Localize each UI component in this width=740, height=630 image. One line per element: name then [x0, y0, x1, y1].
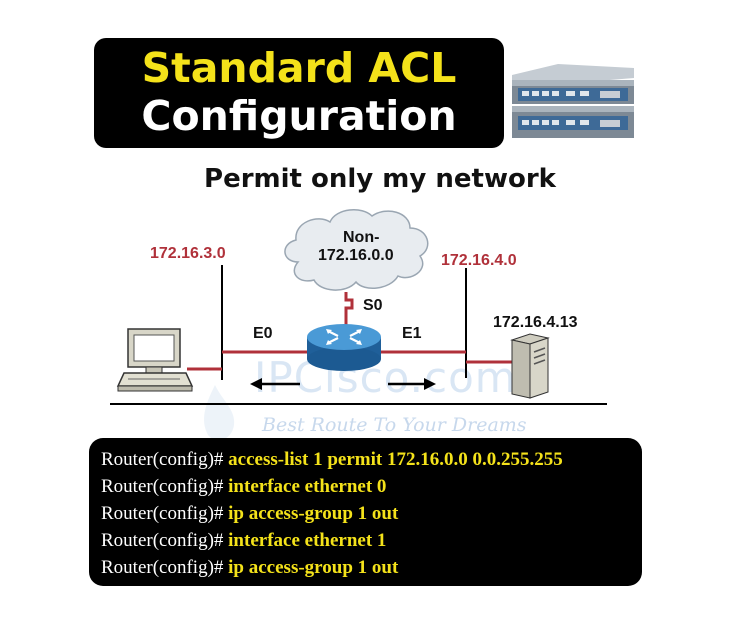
command-prompt: Router(config)# — [101, 530, 224, 551]
link-s0 — [344, 292, 354, 332]
command-box: Router(config)# access-list 1 permit 172… — [89, 438, 642, 586]
title-line-2: Configuration — [141, 92, 457, 140]
command-prompt: Router(config)# — [101, 476, 224, 497]
command-line: Router(config)# ip access-group 1 out — [101, 557, 398, 579]
command-text: access-list 1 permit 172.16.0.0 0.0.255.… — [228, 449, 563, 470]
command-line: Router(config)# interface ethernet 0 — [101, 476, 386, 498]
command-prompt: Router(config)# — [101, 449, 224, 470]
arrow-left-icon — [250, 378, 300, 390]
cloud-label-line1: Non- — [343, 229, 380, 246]
serial-interface-label: S0 — [363, 297, 383, 314]
router-icon — [307, 324, 381, 371]
server-ip-label: 172.16.4.13 — [493, 314, 578, 331]
command-prompt: Router(config)# — [101, 557, 224, 578]
e1-interface-label: E1 — [402, 325, 422, 342]
subtitle: Permit only my network — [204, 164, 556, 194]
command-text: interface ethernet 0 — [228, 476, 387, 497]
left-network-label: 172.16.3.0 — [150, 245, 226, 262]
command-line: Router(config)# ip access-group 1 out — [101, 503, 398, 525]
command-line: Router(config)# interface ethernet 1 — [101, 530, 386, 552]
command-text: ip access-group 1 out — [228, 557, 399, 578]
command-line: Router(config)# access-list 1 permit 172… — [101, 449, 563, 471]
title-banner: Standard ACL Configuration — [94, 38, 504, 148]
cloud-icon — [284, 209, 429, 291]
command-prompt: Router(config)# — [101, 503, 224, 524]
cloud-label-line2: 172.16.0.0 — [318, 247, 394, 264]
right-network-label: 172.16.4.0 — [441, 252, 517, 269]
watermark-tagline: Best Route To Your Dreams — [262, 414, 527, 436]
e0-interface-label: E0 — [253, 325, 273, 342]
title-line-1: Standard ACL — [141, 44, 457, 92]
watermark-drop-icon — [204, 385, 235, 441]
command-text: interface ethernet 1 — [228, 530, 387, 551]
server-icon — [510, 333, 550, 399]
arrow-right-icon — [388, 378, 436, 390]
pc-icon — [116, 328, 194, 392]
command-text: ip access-group 1 out — [228, 503, 399, 524]
